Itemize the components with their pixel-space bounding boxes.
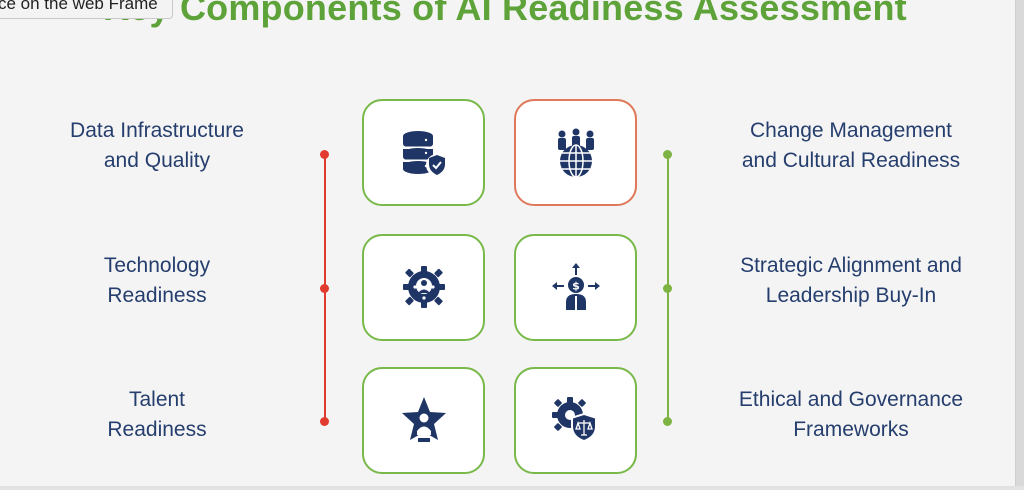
label-line: Strategic Alignment and [740,254,962,277]
tooltip: ce on the web Frame [0,0,173,19]
left-connector-dot [320,284,329,293]
label-line: Leadership Buy-In [765,284,937,307]
window-edge [1015,0,1024,490]
card-data-infrastructure [362,99,485,206]
label-line: Readiness [107,284,207,307]
label-line: Technology [103,254,211,277]
label-line: and Quality [103,149,211,172]
label-line: Data Infrastructure [70,119,244,142]
label-change-management: Change Management and Cultural Readiness [700,116,1002,176]
star-person-icon [401,396,446,442]
slide-title-container: Key Components of AI Readiness Assessmen… [0,0,1010,44]
window-bottom-edge [0,486,1024,490]
label-line: Ethical and Governance [738,388,964,411]
label-line: Talent [128,388,186,411]
card-ethical-governance [514,367,637,474]
label-data-infrastructure: Data Infrastructure and Quality [28,116,286,176]
right-connector-dot [663,417,672,426]
card-strategic-alignment: $ [514,234,637,341]
tooltip-text: ce on the web Frame [0,0,158,13]
svg-text:$: $ [572,279,580,292]
label-talent-readiness: Talent Readiness [28,385,286,445]
card-talent-readiness [362,367,485,474]
left-connector-dot [320,150,329,159]
left-connector-dot [320,417,329,426]
gear-scales-icon [551,396,597,442]
team-globe-icon [557,128,594,178]
label-ethical-governance: Ethical and Governance Frameworks [700,385,1002,445]
right-connector-dot [663,150,672,159]
label-strategic-alignment: Strategic Alignment and Leadership Buy-I… [700,251,1002,311]
label-line: Change Management [750,119,952,142]
gear-ai-icon [402,265,445,308]
slide-title: Key Components of AI Readiness Assessmen… [103,0,907,28]
card-change-management [514,99,637,206]
label-line: Frameworks [793,418,909,441]
label-line: and Cultural Readiness [741,149,961,172]
card-technology-readiness [362,234,485,341]
leader-arrows-icon: $ [551,262,600,310]
label-technology-readiness: Technology Readiness [28,251,286,311]
label-line: Readiness [107,418,207,441]
right-connector-dot [663,284,672,293]
database-shield-icon [402,130,448,176]
